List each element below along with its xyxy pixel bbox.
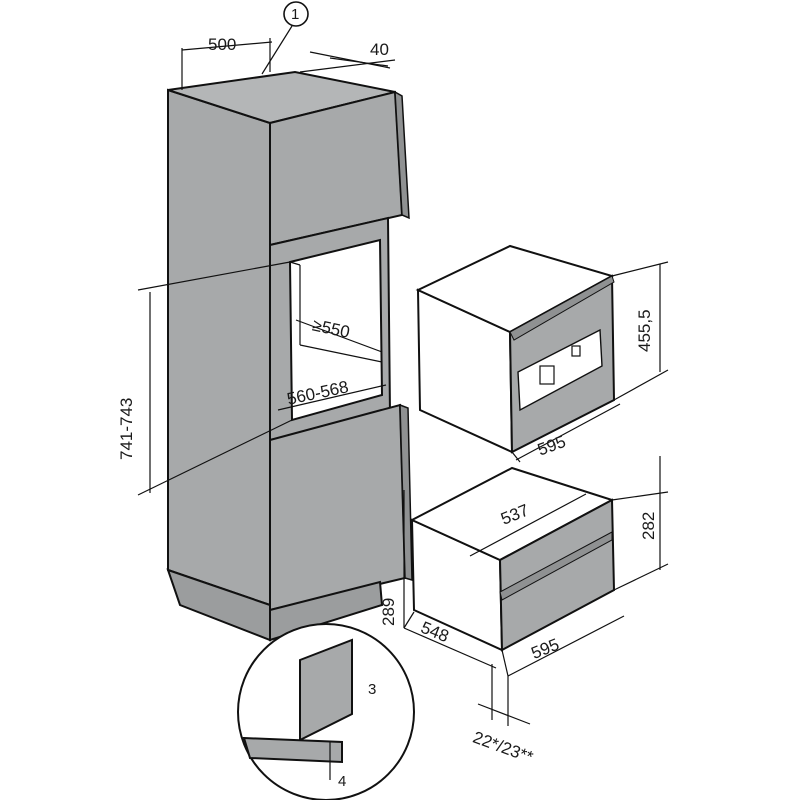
dim-line [507,615,625,677]
ext-line [613,369,669,401]
cabinet-plinth-front [269,580,384,642]
ext-line [611,491,669,501]
ext-line [613,563,669,591]
niche-inner-edge [289,261,301,266]
ext-line [511,451,521,463]
dim-label-3: 3 [368,681,376,698]
dim-line [277,384,387,411]
dim-line [469,493,587,557]
callout-number: 1 [291,6,299,23]
dim-cabinet-depth: 500 [181,35,273,90]
dim-label-22-23: 22*/23** [470,728,535,767]
dim-label-500: 500 [208,35,236,54]
ext-line [137,261,291,291]
tall-cabinet [166,70,413,642]
cabinet-lower-door [269,403,407,612]
dim-line [295,319,383,353]
ext-line [611,261,669,277]
niche-floor-edge [299,344,383,363]
cabinet-side-panel [167,88,271,607]
coffee-machine [415,244,616,454]
coffee-cup-icon [539,365,555,385]
cabinet-niche-opening [288,238,384,422]
coffee-spout-icon [571,345,581,357]
cabinet-upper-door-edge [394,90,410,220]
dim-label-741-743: 741-743 [117,398,136,460]
coffee-machine-front-bezel [509,275,615,341]
ext-line [403,611,415,629]
dim-line [309,51,391,69]
dim-line [329,57,389,67]
detail-panel-upper [299,638,353,742]
drawer-handle-strip [499,531,613,601]
dim-label-289: 289 [379,598,398,626]
dim-line [515,403,621,461]
dim-niche-height: 741-743 [117,261,293,496]
detail-circle: 3 4 [237,623,415,800]
dim-label-455-5: 455,5 [635,309,654,352]
dim-vent-gap: 40 [299,40,396,73]
dim-line [181,41,273,51]
dim-drawer-front-height: 289 [379,490,405,628]
dim-front-offset: 22*/23** [470,664,536,767]
dim-line [299,59,396,73]
callout-1: 1 [261,1,309,75]
dim-coffee-height: 455,5 [611,261,669,401]
dim-label-4: 4 [338,773,346,790]
cabinet-lower-door-edge [399,403,413,582]
dim-line [477,703,531,725]
dim-label-40: 40 [370,40,389,59]
ext-line [501,649,509,677]
warming-drawer [409,466,616,652]
dim-label-282: 282 [639,512,658,540]
dim-line [403,627,497,669]
callout-leader [261,25,293,75]
coffee-dispenser-recess [517,328,603,412]
detail-panel-lower [242,736,343,764]
callout-circle [283,1,309,27]
dim-label-595-drawer: 595 [529,635,562,663]
dim-drawer-height: 282 [611,456,669,591]
ext-line [137,419,293,496]
